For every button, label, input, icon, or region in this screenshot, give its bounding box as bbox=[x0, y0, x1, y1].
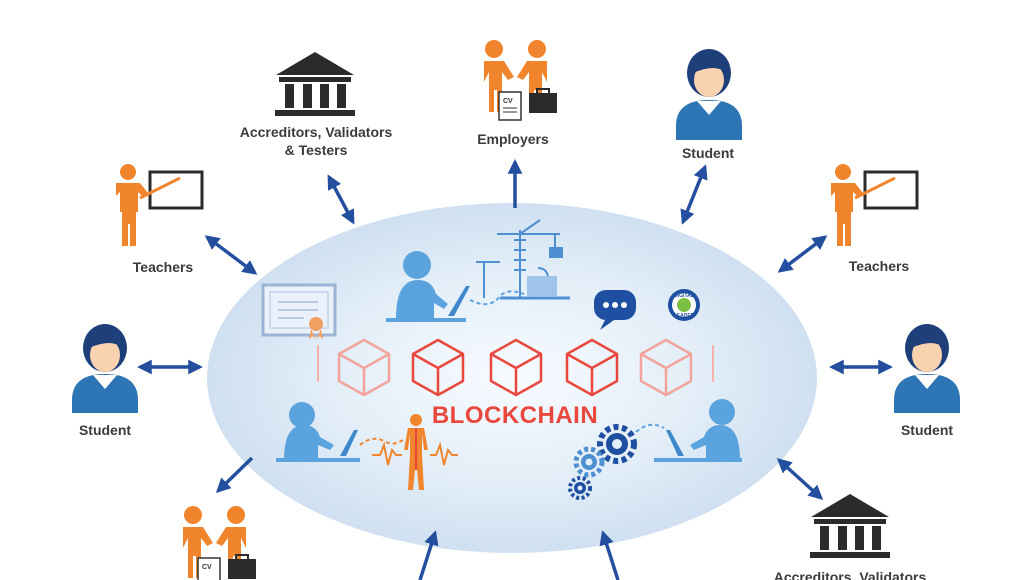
arrow-teachers-left bbox=[204, 235, 258, 275]
digital-leader-badge-icon: DIGITAL LEADER bbox=[668, 289, 700, 321]
student-left-label: Student bbox=[79, 422, 131, 438]
blockchain-ellipse bbox=[207, 203, 817, 553]
construction-crane-icon bbox=[476, 219, 570, 300]
cube-2 bbox=[411, 338, 465, 397]
cv-text-bottom: CV bbox=[202, 564, 212, 571]
certificate-icon bbox=[261, 283, 337, 340]
teacher-right-icon bbox=[831, 164, 919, 246]
cube-5 bbox=[639, 338, 693, 397]
cube-4 bbox=[565, 338, 619, 397]
bank-bottom-icon bbox=[810, 494, 890, 558]
arrow-employers-bottom bbox=[215, 456, 254, 494]
heartbeat-line-right bbox=[430, 441, 458, 466]
cube-1 bbox=[337, 338, 391, 397]
arrow-teachers-right bbox=[777, 235, 828, 273]
heartbeat-line-left bbox=[372, 441, 402, 466]
person-laptop-left-icon bbox=[276, 402, 405, 462]
teachers-left-label: Teachers bbox=[133, 259, 194, 275]
student-right-label: Student bbox=[901, 422, 953, 438]
arrow-bottom-right bbox=[599, 530, 620, 580]
teachers-right-label: Teachers bbox=[849, 258, 910, 274]
accreditors-bottom-label: Accreditors, Validators bbox=[774, 569, 927, 580]
student-right-icon bbox=[894, 324, 960, 413]
handshake-bottom-icon: CV bbox=[183, 506, 256, 580]
employers-top-label: Employers bbox=[477, 131, 549, 147]
accreditors-top-label-1: Accreditors, Validators bbox=[240, 124, 393, 140]
cv-text: CV bbox=[503, 98, 513, 105]
cube-3 bbox=[489, 338, 543, 397]
student-top-icon bbox=[676, 49, 742, 140]
teacher-left-icon bbox=[116, 164, 204, 246]
arrow-bottom-left bbox=[418, 530, 439, 580]
arrow-accreditors-top bbox=[327, 174, 355, 225]
arrow-accreditors-bottom bbox=[776, 458, 824, 500]
cv-document-icon bbox=[498, 91, 522, 121]
anatomy-figure-icon bbox=[372, 414, 458, 490]
arrow-student-top bbox=[680, 164, 708, 225]
student-left-icon bbox=[72, 324, 138, 413]
chat-bubble-icon bbox=[594, 290, 636, 330]
student-top-label: Student bbox=[682, 145, 734, 161]
blockchain-label: BLOCKCHAIN bbox=[432, 402, 598, 429]
handshake-icon: CV bbox=[484, 40, 557, 121]
connection-arrows bbox=[137, 159, 893, 580]
person-laptop-right-icon bbox=[654, 399, 742, 462]
badge-text-bottom: LEADER bbox=[674, 313, 695, 319]
badge-text-top: DIGITAL bbox=[674, 293, 694, 299]
person-laptop-icon bbox=[386, 251, 525, 322]
accreditors-top-label-2: & Testers bbox=[285, 142, 348, 158]
briefcase-icon bbox=[529, 93, 557, 113]
gears-icon bbox=[568, 423, 665, 500]
bank-icon bbox=[275, 52, 355, 116]
